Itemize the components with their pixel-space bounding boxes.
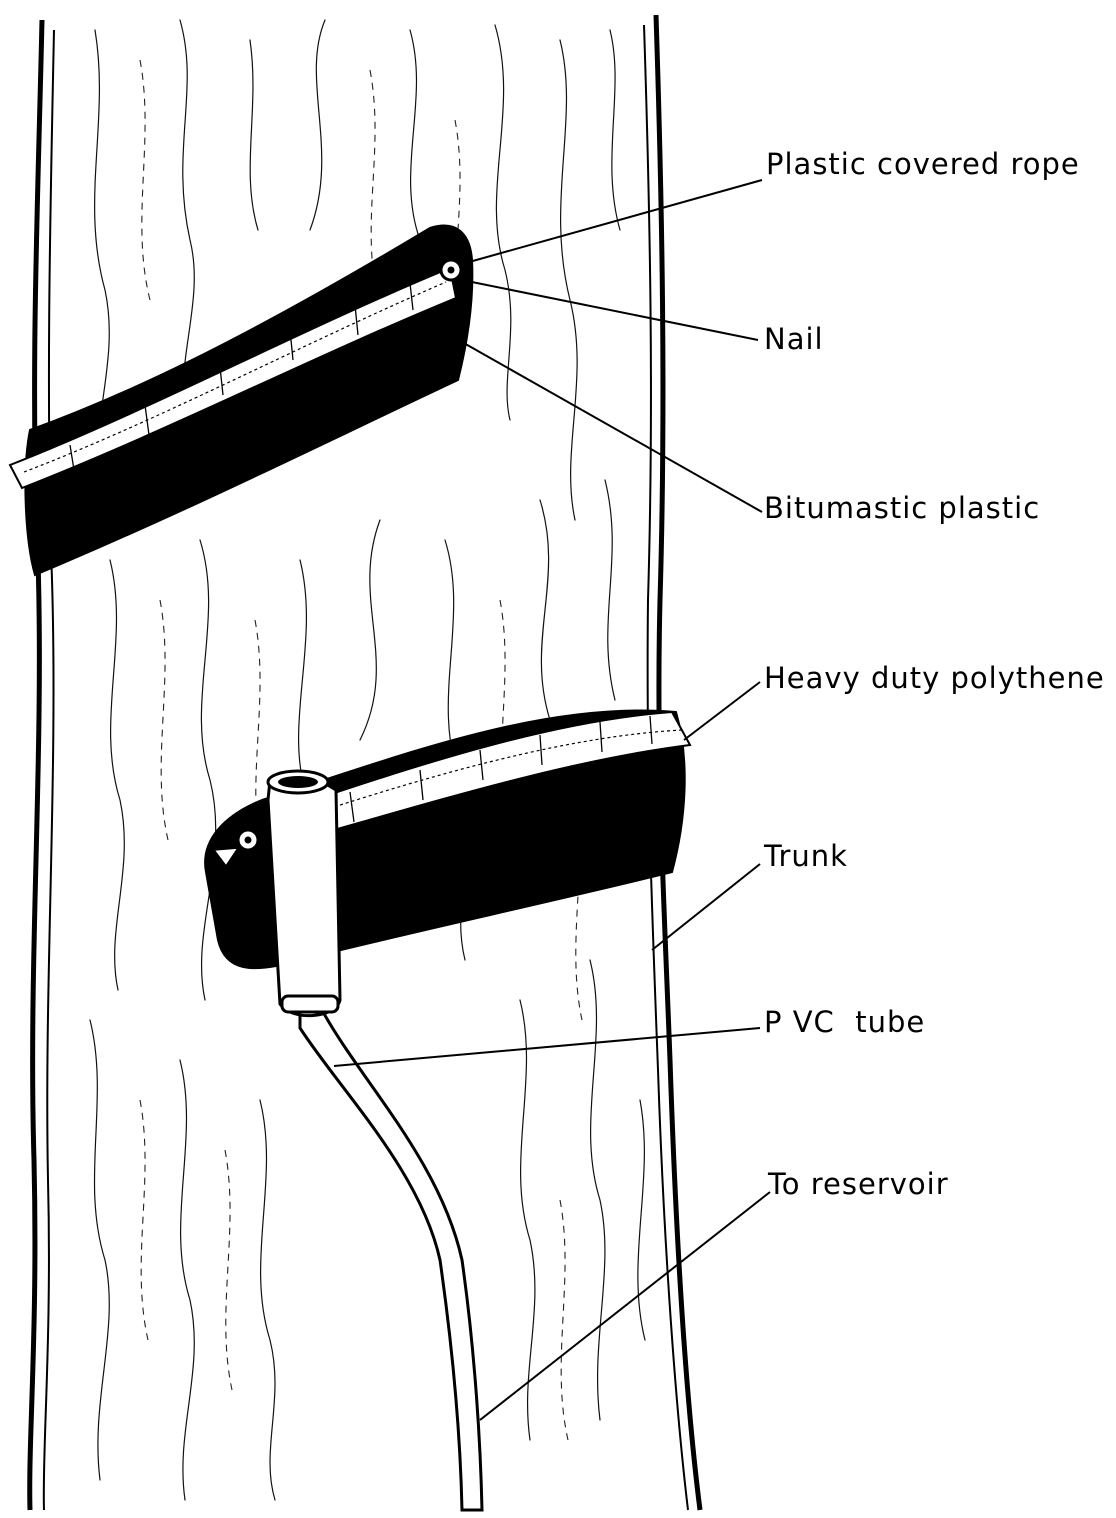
upper-band: [10, 226, 472, 575]
label-to-reservoir: To reservoir: [768, 1170, 949, 1199]
leader-polythene: [684, 682, 760, 740]
label-bitumastic-plastic: Bitumastic plastic: [764, 494, 1040, 523]
leader-pvc: [334, 1028, 760, 1066]
label-heavy-duty-polythene: Heavy duty polythene: [764, 664, 1105, 693]
leader-bitumastic: [462, 342, 762, 512]
leader-trunk: [652, 864, 760, 950]
label-pvc-tube: P VC tube: [764, 1008, 925, 1037]
leader-rope: [462, 180, 762, 264]
leader-reservoir: [480, 1192, 770, 1420]
label-trunk: Trunk: [764, 842, 848, 871]
label-nail: Nail: [764, 325, 824, 354]
leader-nail: [462, 280, 758, 340]
label-plastic-covered-rope: Plastic covered rope: [766, 150, 1080, 179]
